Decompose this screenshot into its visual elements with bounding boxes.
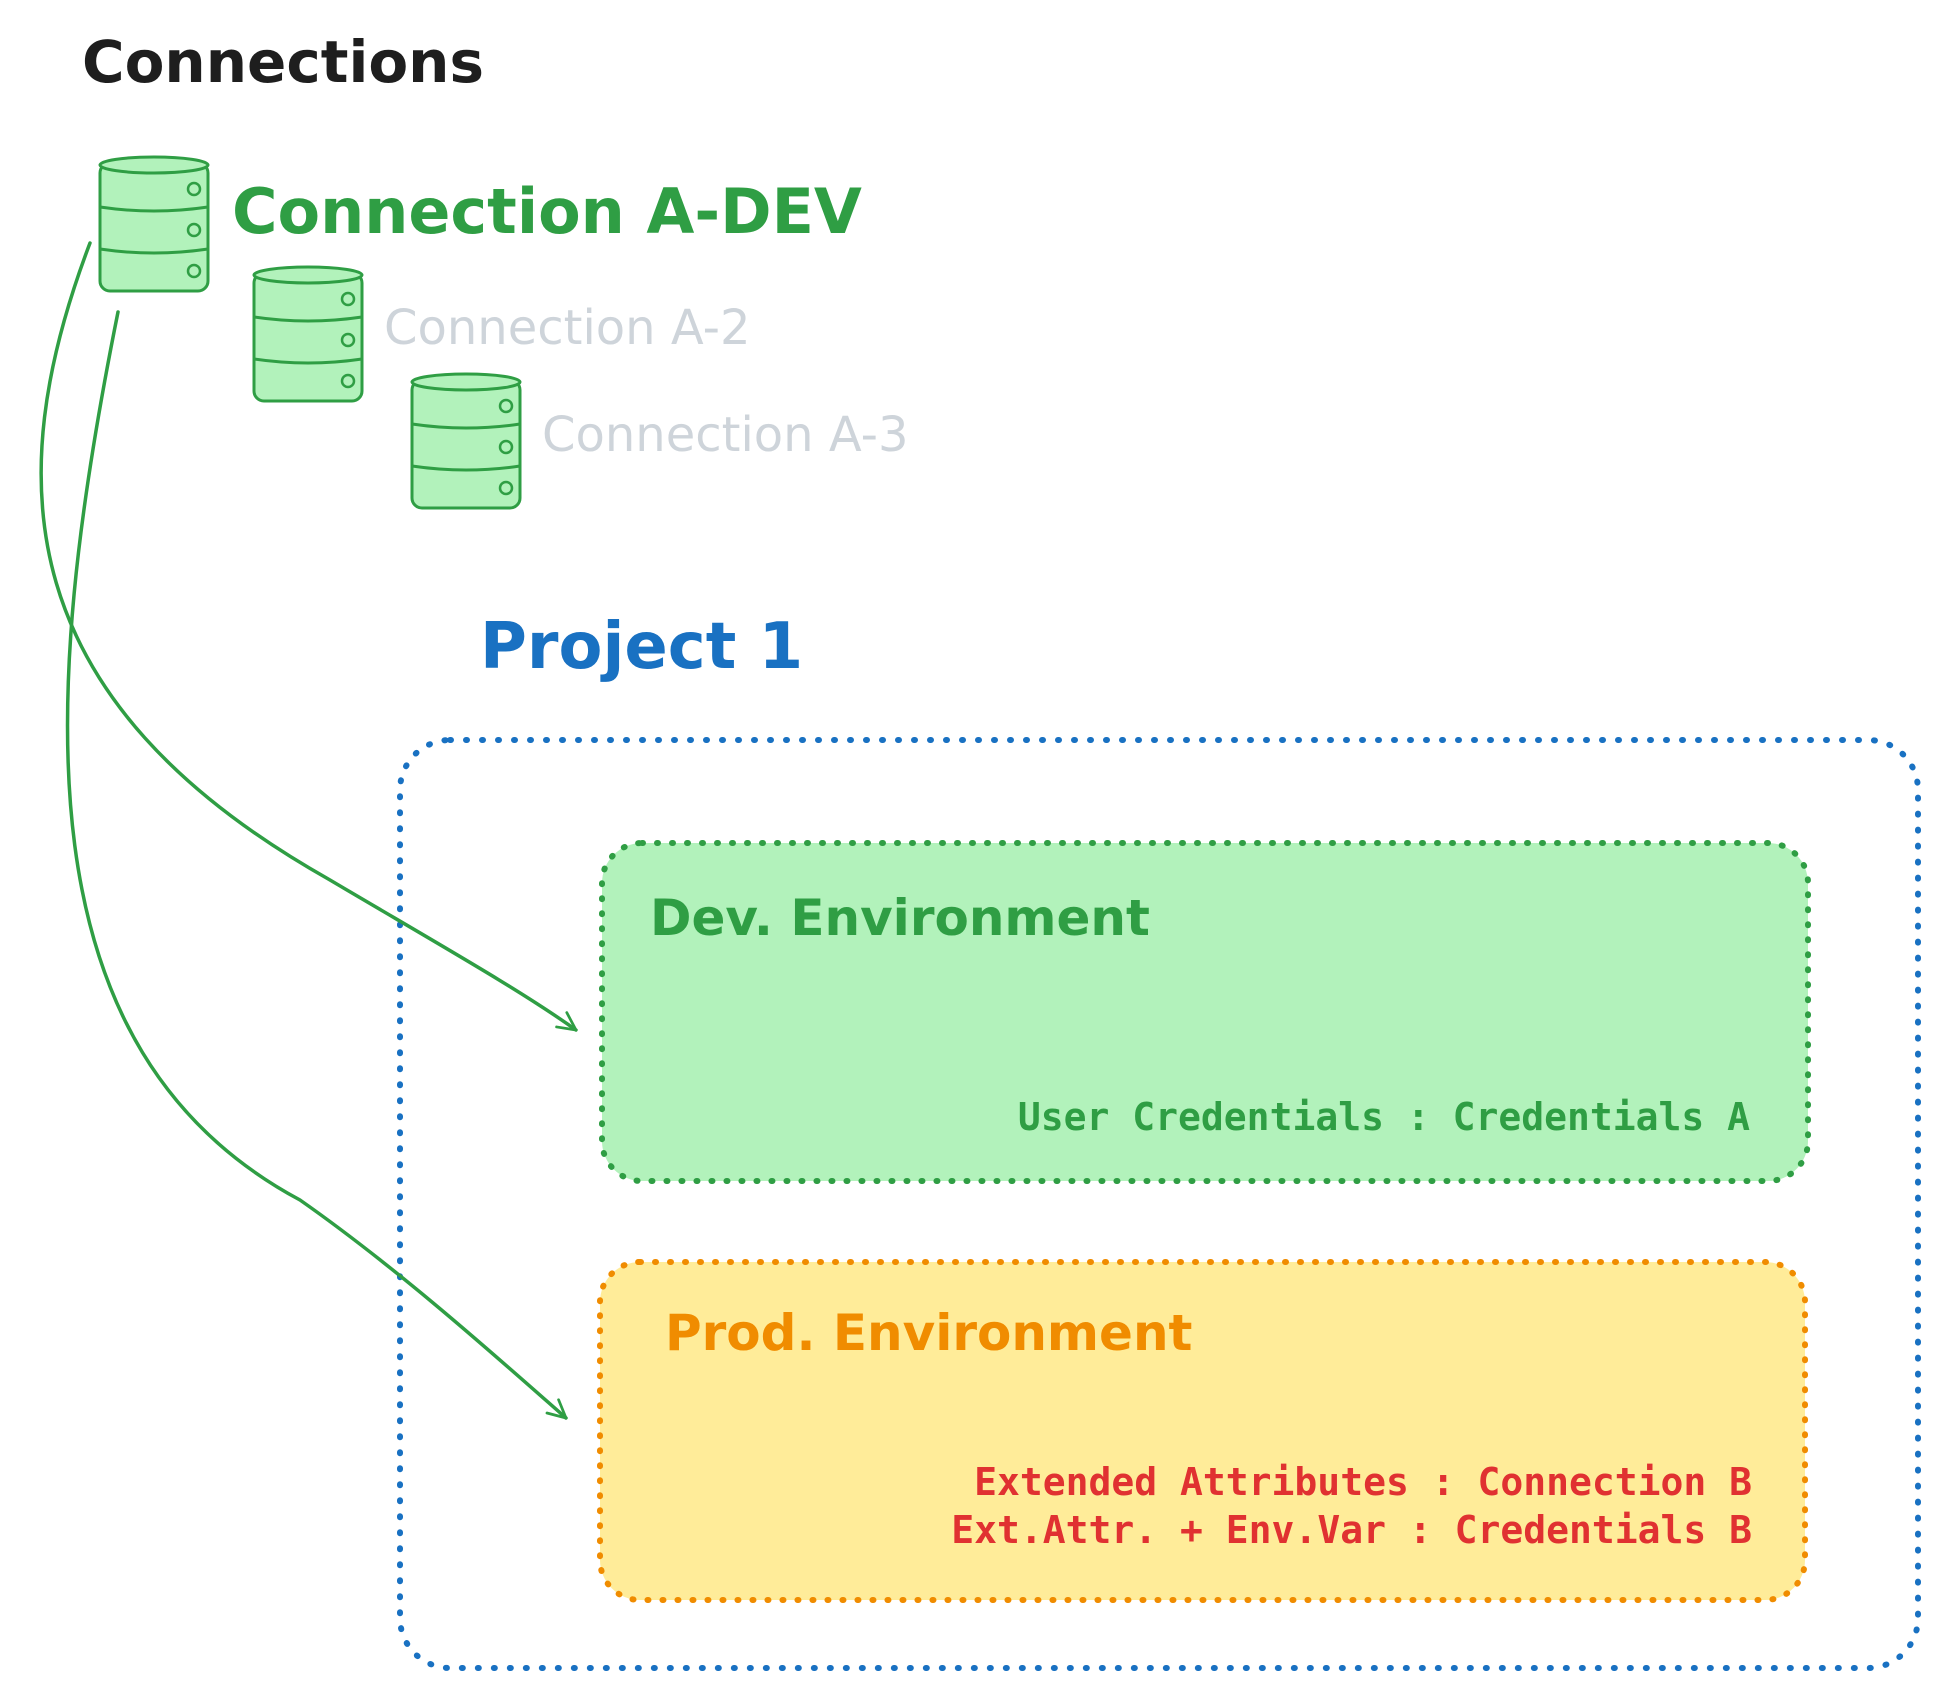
dev-environment-box bbox=[599, 840, 1811, 1184]
project-label: Project 1 bbox=[480, 610, 803, 684]
prod-environment[interactable]: Prod. Environment Extended Attributes : … bbox=[597, 1259, 1808, 1603]
connections-heading: Connections bbox=[82, 28, 484, 96]
database-icon bbox=[410, 372, 522, 510]
connection-item-a-dev[interactable]: Connection A-DEV bbox=[98, 155, 862, 293]
dev-environment-credentials: User Credentials : Credentials A bbox=[1018, 1095, 1750, 1139]
dev-environment-title: Dev. Environment bbox=[650, 889, 1150, 947]
prod-environment-env-var: Ext.Attr. + Env.Var : Credentials B bbox=[951, 1508, 1752, 1552]
prod-environment-extended-attributes: Extended Attributes : Connection B bbox=[974, 1460, 1752, 1504]
connection-item-a-2[interactable]: Connection A-2 bbox=[252, 265, 751, 403]
database-icon bbox=[98, 155, 210, 293]
database-icon bbox=[252, 265, 364, 403]
connection-label: Connection A-2 bbox=[384, 300, 751, 356]
arrow-to-prod-environment bbox=[65, 310, 568, 1420]
arrow-to-dev-environment bbox=[39, 241, 578, 1032]
connection-label: Connection A-DEV bbox=[232, 175, 862, 248]
dev-environment[interactable]: Dev. Environment User Credentials : Cred… bbox=[599, 840, 1811, 1184]
connection-label: Connection A-3 bbox=[542, 407, 909, 463]
prod-environment-title: Prod. Environment bbox=[665, 1304, 1192, 1362]
connection-item-a-3[interactable]: Connection A-3 bbox=[410, 372, 909, 510]
prod-environment-box bbox=[597, 1259, 1808, 1603]
